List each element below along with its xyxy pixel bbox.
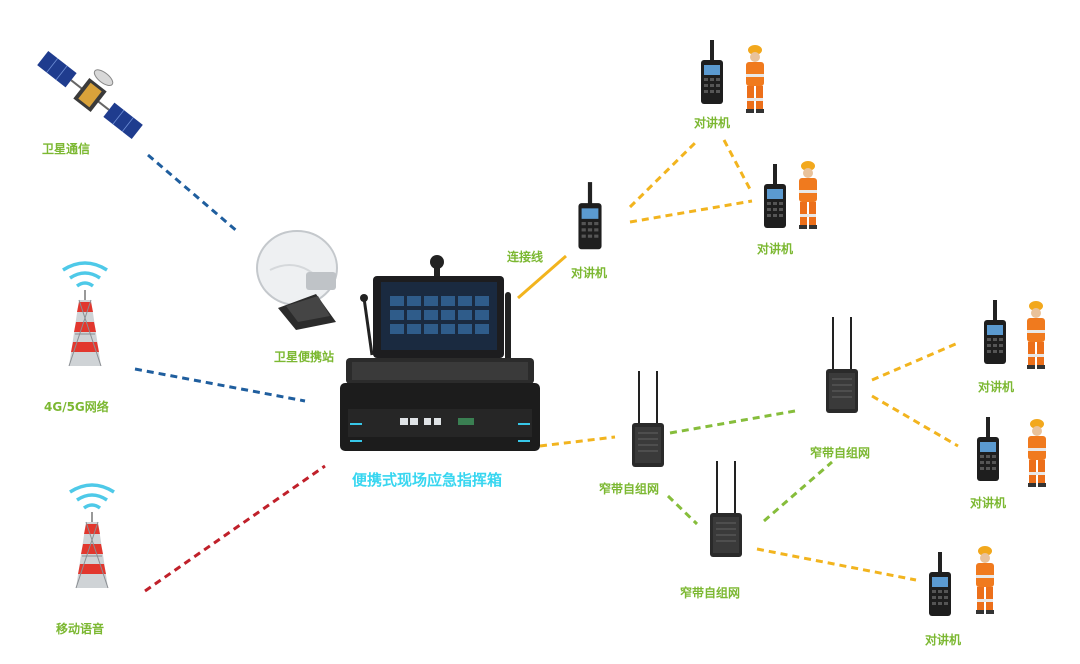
line-cable [517, 254, 567, 300]
line-box-mesh [539, 435, 616, 448]
line-satellite [147, 153, 239, 234]
line-radio-top [628, 138, 700, 209]
label-cable: 连接线 [507, 250, 544, 264]
label-radio-mid: 对讲机 [757, 242, 794, 256]
connection-lines [134, 138, 959, 593]
worker-right2-icon [1028, 419, 1046, 487]
mobile-tower-icon [68, 483, 116, 590]
worker-right1-icon [1027, 301, 1045, 369]
label-mobile-voice: 移动语音 [56, 622, 105, 636]
line-radio-mid [629, 199, 753, 224]
line-mobile [144, 464, 326, 593]
line-mesh-left-bottom [666, 494, 699, 526]
radio-mid-icon [764, 164, 786, 228]
line-mesh-radio-1 [871, 341, 959, 382]
worker-bottom-icon [976, 546, 994, 614]
line-mesh-left-right [669, 409, 796, 435]
radio-top-icon [701, 40, 723, 104]
radio-bottom-icon [929, 552, 951, 616]
label-radio-top: 对讲机 [694, 116, 731, 130]
line-radio-pair [722, 139, 754, 194]
label-narrowband-bottom: 窄带自组网 [680, 586, 741, 600]
worker-mid-icon [799, 161, 817, 229]
label-satellite-station: 卫星便携站 [274, 350, 335, 364]
label-network: 4G/5G网络 [44, 400, 109, 414]
radio-right1-icon [984, 300, 1006, 364]
command-box-icon [340, 255, 540, 451]
label-radio-main: 对讲机 [571, 266, 608, 280]
label-radio-right-1: 对讲机 [978, 380, 1015, 394]
satellite-icon [37, 50, 143, 140]
label-narrowband-right: 窄带自组网 [810, 446, 871, 460]
worker-top-icon [746, 45, 764, 113]
label-narrowband-left: 窄带自组网 [599, 482, 660, 496]
cell-tower-icon [61, 261, 109, 368]
label-radio-right-2: 对讲机 [970, 496, 1007, 510]
radio-right2-icon [977, 417, 999, 481]
satellite-station-icon [256, 230, 338, 330]
label-radio-bottom: 对讲机 [925, 633, 962, 647]
line-network [134, 367, 306, 403]
mesh-right-icon [825, 316, 859, 414]
line-mesh-bottom-right [763, 460, 833, 523]
radio-main-icon [578, 182, 602, 250]
label-command-box: 便携式现场应急指挥箱 [352, 471, 503, 489]
line-mesh-radio-2 [871, 394, 959, 448]
line-mesh-radio-3 [756, 547, 917, 582]
mesh-bottom-icon [709, 460, 743, 558]
mesh-left-icon [631, 370, 665, 468]
label-satellite: 卫星通信 [42, 142, 91, 156]
